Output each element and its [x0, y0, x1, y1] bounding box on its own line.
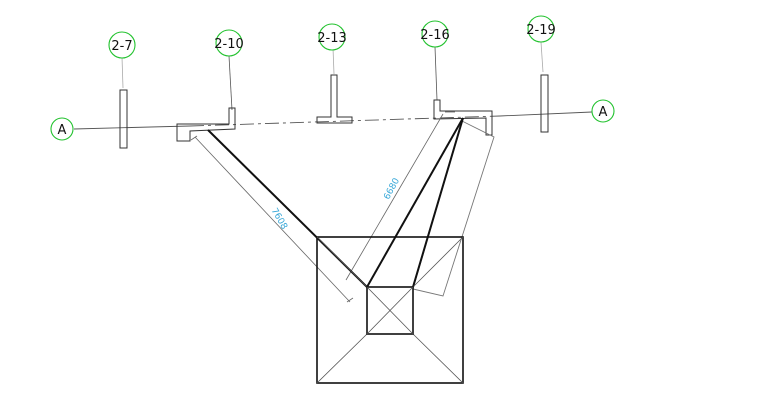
column-label-2-16: 2-16: [420, 28, 450, 43]
axis-bubble-right: A: [591, 99, 615, 123]
axis-label-left: A: [58, 123, 67, 138]
column-bubble-2-10: 2-10: [214, 29, 244, 57]
inner-diagonal-2: [366, 286, 414, 335]
column-label-2-10: 2-10: [214, 37, 244, 52]
wall-section-2-19: [540, 74, 549, 133]
column-bubble-2-13: 2-13: [317, 23, 347, 51]
brace-right: [412, 117, 464, 288]
axis-bubble-left: A: [50, 117, 74, 141]
foundation-diagonal-tl: [316, 236, 368, 288]
dimension-lines: [190, 111, 455, 303]
leader-2-7: [121, 56, 124, 89]
column-label-2-7: 2-7: [111, 39, 132, 54]
column-section-2-16: [433, 99, 493, 136]
foundation-diagonal-tr: [412, 236, 464, 288]
foundation-pad: [316, 236, 464, 384]
column-bubble-2-16: 2-16: [420, 20, 450, 48]
leader-2-16: [434, 46, 438, 101]
column-leaders: [121, 41, 544, 111]
column-label-2-13: 2-13: [317, 31, 347, 46]
dimension-line-right: [345, 113, 444, 281]
foundation-diagonal-bl: [316, 333, 368, 384]
braces: [207, 117, 464, 288]
foundation-outer: [316, 236, 464, 384]
column-label-2-19: 2-19: [526, 23, 556, 38]
column-sections: [119, 74, 549, 149]
leader-2-19: [540, 41, 544, 73]
axis-a-line-right: [499, 111, 593, 117]
axis-label-right: A: [599, 105, 608, 120]
column-section-2-10: [176, 107, 236, 142]
axis-a-gridline: [73, 111, 593, 130]
dimension-line-left: [194, 136, 351, 303]
dimension-tick-left-top: [190, 135, 198, 141]
foundation-inner: [366, 286, 414, 335]
axis-a-line-left: [73, 125, 191, 130]
column-section-2-13: [316, 74, 353, 124]
wall-section-2-7: [119, 89, 128, 149]
dimension-tick-left-bottom: [346, 297, 354, 303]
leader-2-10: [228, 55, 233, 111]
leader-2-13: [332, 47, 335, 75]
column-bubble-2-7: 2-7: [108, 31, 136, 59]
axis-a-line-middle: [189, 115, 501, 127]
column-bubble-2-19: 2-19: [526, 15, 556, 43]
brace-center: [366, 117, 464, 288]
foundation-diagonal-br: [412, 333, 464, 384]
